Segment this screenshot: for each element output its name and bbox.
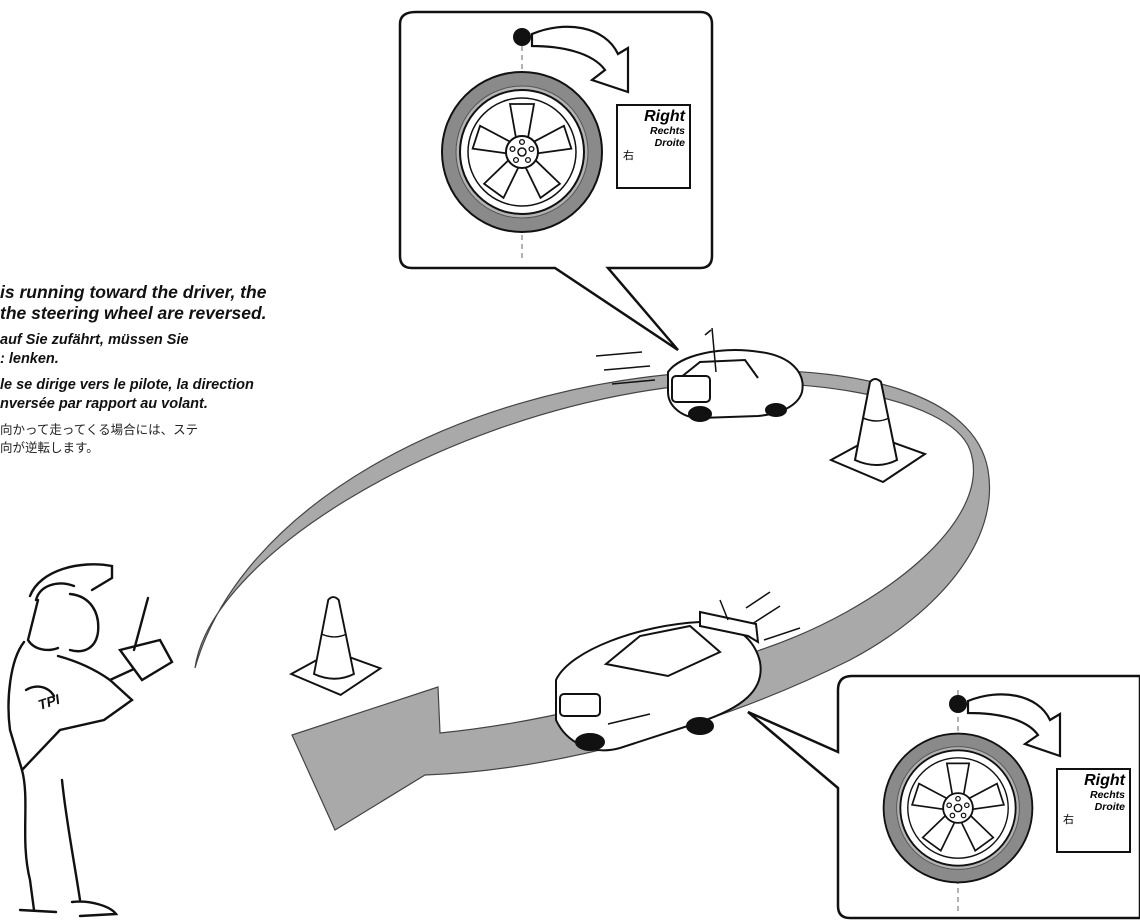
bottom-pivot-dot-icon bbox=[949, 695, 967, 713]
label-bottom-french: Droite bbox=[1063, 801, 1125, 813]
direction-label-top: Right Rechts Droite 右 bbox=[616, 104, 691, 189]
label-top-german: Rechts bbox=[623, 125, 685, 137]
driver-icon bbox=[9, 564, 172, 916]
caption-japanese: 向かって走ってくる場合には、ステ 向が逆転します。 bbox=[0, 421, 380, 457]
direction-label-bottom: Right Rechts Droite 右 bbox=[1056, 768, 1131, 853]
label-top-english: Right bbox=[623, 108, 685, 125]
cone-left-icon bbox=[291, 597, 380, 695]
instruction-caption: is running toward the driver, the the st… bbox=[0, 282, 380, 457]
label-bottom-english: Right bbox=[1063, 772, 1125, 789]
label-bottom-japanese: 右 bbox=[1063, 813, 1125, 826]
wheel-top-icon bbox=[442, 72, 602, 232]
caption-english: is running toward the driver, the the st… bbox=[0, 282, 380, 324]
driver-shirt-logo: TPI bbox=[36, 691, 63, 713]
label-top-french: Droite bbox=[623, 137, 685, 149]
wheel-bottom-icon bbox=[884, 734, 1033, 883]
top-pivot-dot-icon bbox=[513, 28, 531, 46]
label-top-japanese: 右 bbox=[623, 149, 685, 162]
caption-french: le se dirige vers le pilote, la directio… bbox=[0, 376, 380, 414]
caption-german: auf Sie zufährt, müssen Sie : lenken. bbox=[0, 331, 380, 369]
label-bottom-german: Rechts bbox=[1063, 789, 1125, 801]
car-far-icon bbox=[596, 328, 803, 421]
